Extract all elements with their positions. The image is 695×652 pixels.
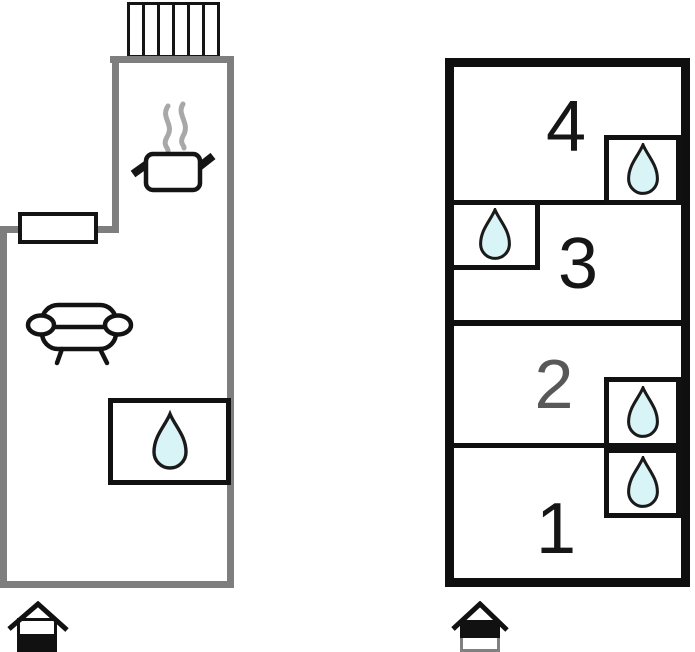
room-label-2: 2 xyxy=(534,345,574,423)
wall-upper-left xyxy=(112,56,119,233)
water-drop-icon xyxy=(151,409,188,470)
water-drop-icon xyxy=(626,456,659,508)
steam-line xyxy=(178,101,188,151)
sofa-armrest xyxy=(102,313,134,337)
water-drop-icon xyxy=(626,143,659,195)
deck-bar xyxy=(202,2,220,58)
divider-room4-room3 xyxy=(454,200,681,205)
room-label-1: 1 xyxy=(535,489,577,569)
divider-room3-room2 xyxy=(454,320,681,326)
wall-right xyxy=(227,56,234,588)
wall-left xyxy=(0,226,7,588)
room4-bath-box xyxy=(604,135,681,205)
house-upper-fill xyxy=(460,620,500,638)
wall-bottom xyxy=(0,581,234,588)
sofa-leg xyxy=(97,346,110,366)
wall-top xyxy=(110,56,234,63)
house-roof xyxy=(7,601,69,632)
stove-pot-icon xyxy=(130,101,216,193)
divider-room2-room1 xyxy=(454,443,681,448)
house-roof xyxy=(451,601,509,632)
room1-bath-box xyxy=(604,448,681,518)
pot-body xyxy=(143,151,203,193)
terrace-deck-icon xyxy=(127,2,220,58)
house-upper-floor-icon xyxy=(451,601,509,652)
room-label-4: 4 xyxy=(545,87,587,167)
sofa-icon xyxy=(25,302,134,366)
house-ground-floor-icon xyxy=(7,601,69,652)
room-label-3: 3 xyxy=(557,224,599,304)
steam-line xyxy=(162,103,172,154)
sofa-leg xyxy=(54,346,65,366)
ground-bathroom-box xyxy=(108,398,231,485)
window-icon xyxy=(18,212,98,244)
room2-bath-box xyxy=(604,377,681,448)
room3-bath-box xyxy=(449,200,540,270)
sofa-armrest xyxy=(25,313,57,337)
water-drop-icon xyxy=(478,208,511,260)
house-ground-fill xyxy=(17,634,57,652)
water-drop-icon xyxy=(626,385,659,438)
